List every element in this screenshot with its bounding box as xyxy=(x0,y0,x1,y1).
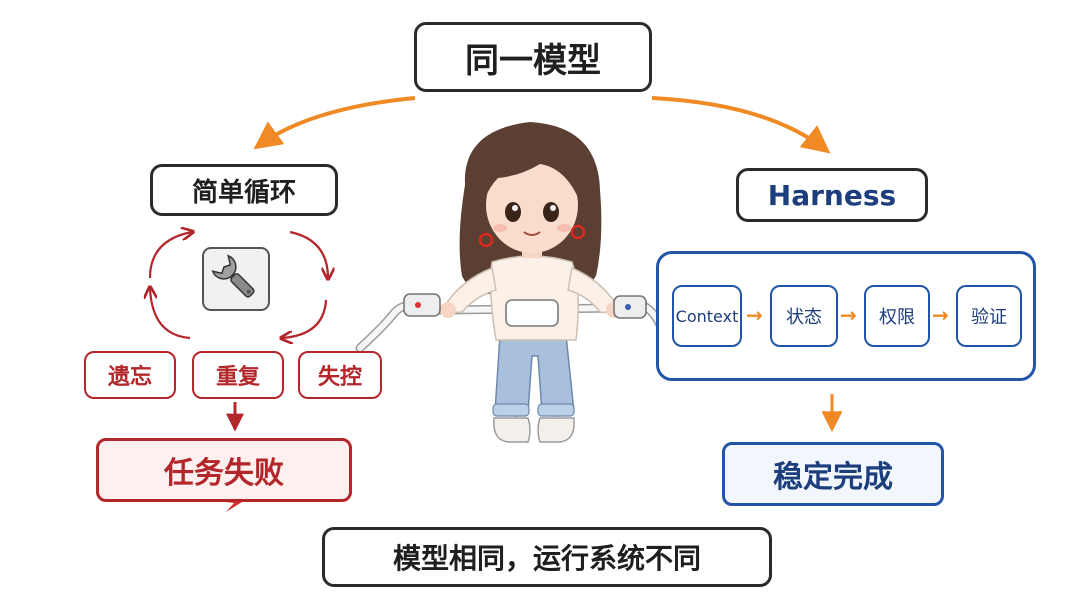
task-failed-text: 任务失败 xyxy=(164,456,284,491)
step-arrow-1: → xyxy=(746,303,763,327)
step-state-text: 状态 xyxy=(786,307,822,328)
harness-heading-text: Harness xyxy=(767,178,897,212)
tag-repeat-text: 重复 xyxy=(215,365,260,390)
tag-out-of-control: 失控 xyxy=(298,351,382,399)
stable-complete-text: 稳定完成 xyxy=(773,460,893,495)
title-text: 同一模型 xyxy=(465,40,601,81)
wrench-icon xyxy=(202,247,270,311)
step-permission-text: 权限 xyxy=(879,307,915,328)
footer-caption-text: 模型相同，运行系统不同 xyxy=(392,542,701,575)
tag-repeat: 重复 xyxy=(192,351,284,399)
tag-forget: 遗忘 xyxy=(84,351,176,399)
step-state: 状态 xyxy=(770,285,838,347)
tag-out-of-control-text: 失控 xyxy=(317,365,362,390)
girl-holding-cable-illustration xyxy=(403,122,647,443)
footer-caption-box: 模型相同，运行系统不同 xyxy=(322,527,772,587)
title-box: 同一模型 xyxy=(414,22,652,92)
harness-heading: Harness xyxy=(736,168,928,222)
tag-forget-text: 遗忘 xyxy=(107,365,152,390)
step-permission: 权限 xyxy=(864,285,930,347)
arrow-title-to-left xyxy=(253,96,416,150)
stable-complete-box: 稳定完成 xyxy=(722,442,944,506)
lightning-icon xyxy=(226,494,242,512)
simple-loop-heading-text: 简单循环 xyxy=(191,177,296,208)
simple-loop-heading: 简单循环 xyxy=(150,164,338,216)
loop-arrows xyxy=(150,232,328,338)
step-verify: 验证 xyxy=(956,285,1022,347)
task-failed-box: 任务失败 xyxy=(96,438,352,502)
step-context-text: Context xyxy=(675,306,739,326)
step-verify-text: 验证 xyxy=(971,307,1007,328)
arrow-title-to-right xyxy=(651,96,831,154)
step-arrow-2: → xyxy=(840,303,857,327)
step-arrow-3: → xyxy=(932,303,949,327)
step-context: Context xyxy=(672,285,742,347)
